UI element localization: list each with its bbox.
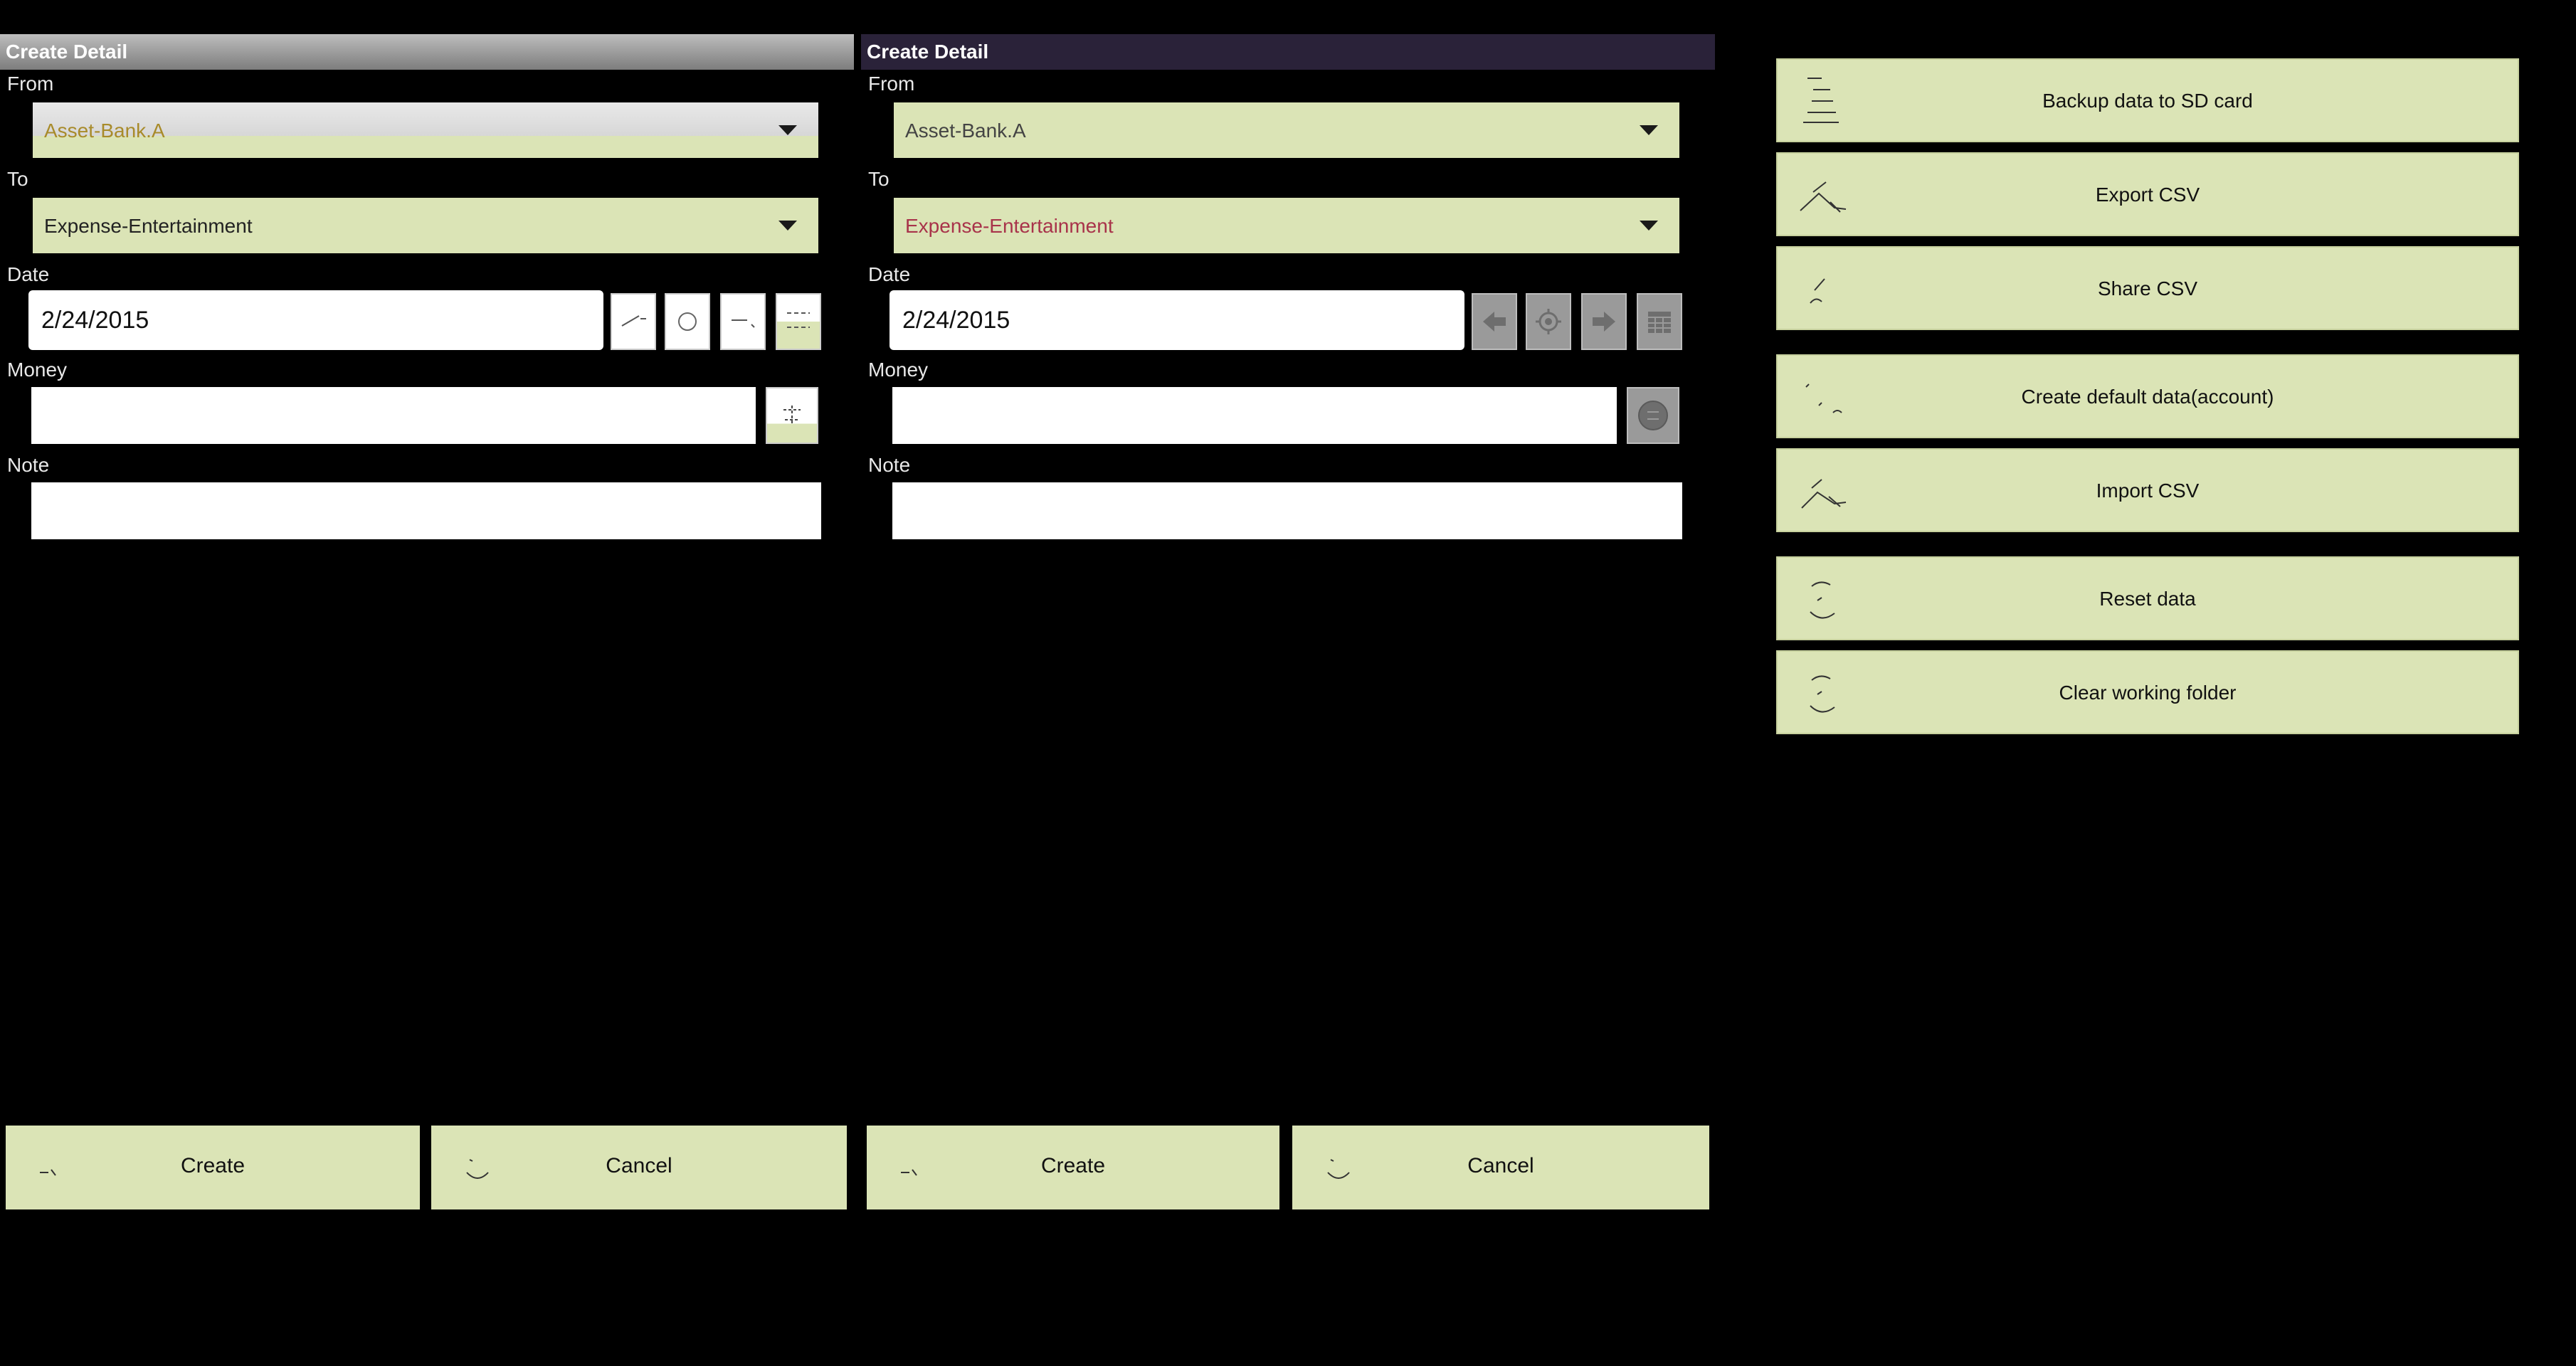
export-icon xyxy=(1800,181,1847,213)
create-data-icon xyxy=(1805,383,1842,413)
from-label: From xyxy=(7,73,54,95)
money-label: Money xyxy=(7,359,68,381)
create-button-label: Create xyxy=(180,1154,246,1177)
import-csv-button[interactable]: Import CSV xyxy=(1776,448,2519,532)
calendar-button[interactable] xyxy=(776,293,821,350)
prev-date-button[interactable] xyxy=(611,293,656,350)
share-csv-button[interactable]: Share CSV xyxy=(1776,246,2519,330)
calendar-icon xyxy=(1648,312,1671,333)
create-button[interactable]: Create xyxy=(6,1126,420,1209)
export-csv-label: Export CSV xyxy=(2095,184,2200,206)
clear-working-folder-label: Clear working folder xyxy=(2059,682,2237,704)
cancel-button[interactable]: Cancel xyxy=(1292,1126,1709,1209)
calculator-button[interactable] xyxy=(766,387,818,444)
calculator-icon xyxy=(1638,401,1668,430)
from-spinner[interactable]: Asset-Bank.A xyxy=(894,102,1679,158)
date-input[interactable]: 2/24/2015 xyxy=(890,290,1464,350)
next-date-button[interactable] xyxy=(1581,293,1627,350)
panel-title: Create Detail xyxy=(861,34,1715,70)
create-button[interactable]: Create xyxy=(867,1126,1279,1209)
backup-sd-label: Backup data to SD card xyxy=(2042,90,2253,112)
date-label: Date xyxy=(7,263,50,285)
to-label: To xyxy=(7,168,28,190)
to-label: To xyxy=(868,168,890,190)
note-label: Note xyxy=(868,454,911,476)
panel-title: Create Detail xyxy=(0,34,854,70)
to-value: Expense-Entertainment xyxy=(905,215,1114,237)
chevron-down-icon xyxy=(778,221,797,231)
calendar-button[interactable] xyxy=(1637,293,1682,350)
money-input[interactable] xyxy=(892,387,1617,444)
money-label: Money xyxy=(868,359,929,381)
calculator-button[interactable] xyxy=(1627,387,1679,444)
from-spinner[interactable]: Asset-Bank.A xyxy=(33,102,818,158)
chevron-down-icon xyxy=(778,125,797,135)
cancel-button[interactable]: Cancel xyxy=(431,1126,847,1209)
create-default-data-button[interactable]: Create default data(account) xyxy=(1776,354,2519,438)
create-detail-panel-right: Create Detail From Asset-Bank.A To Expen… xyxy=(861,34,1715,1215)
date-input[interactable]: 2/24/2015 xyxy=(28,290,603,350)
calendar-icon xyxy=(787,312,810,328)
note-input[interactable] xyxy=(892,482,1682,539)
target-icon xyxy=(1536,309,1561,334)
calculator-icon xyxy=(783,406,801,425)
reset-icon xyxy=(1810,581,1835,619)
create-icon xyxy=(40,1169,56,1176)
arrow-right-icon xyxy=(732,319,755,328)
money-input[interactable] xyxy=(31,387,756,444)
clear-working-folder-button[interactable]: Clear working folder xyxy=(1776,650,2519,734)
import-csv-label: Import CSV xyxy=(2096,480,2200,502)
note-input[interactable] xyxy=(31,482,821,539)
share-csv-label: Share CSV xyxy=(2097,277,2198,300)
create-detail-panel-left: Create Detail From Asset-Bank.A To Expen… xyxy=(0,34,854,1215)
arrow-left-icon xyxy=(621,315,646,327)
share-icon xyxy=(1810,278,1825,304)
create-default-data-label: Create default data(account) xyxy=(2021,386,2274,408)
to-value: Expense-Entertainment xyxy=(44,215,253,237)
sd-card-icon xyxy=(1803,78,1839,123)
reset-data-label: Reset data xyxy=(2099,588,2196,610)
backup-sd-button[interactable]: Backup data to SD card xyxy=(1776,58,2519,142)
cancel-button-label: Cancel xyxy=(1467,1154,1534,1177)
date-label: Date xyxy=(868,263,911,285)
target-icon xyxy=(678,312,697,331)
next-date-button[interactable] xyxy=(720,293,766,350)
from-label: From xyxy=(868,73,915,95)
reset-data-button[interactable]: Reset data xyxy=(1776,556,2519,640)
create-icon xyxy=(901,1169,917,1176)
clear-folder-icon xyxy=(1810,675,1835,713)
cancel-icon xyxy=(466,1159,489,1179)
today-button[interactable] xyxy=(1526,293,1571,350)
to-spinner[interactable]: Expense-Entertainment xyxy=(33,198,818,253)
note-label: Note xyxy=(7,454,50,476)
from-value: Asset-Bank.A xyxy=(905,120,1026,142)
from-value: Asset-Bank.A xyxy=(44,120,165,142)
chevron-down-icon xyxy=(1640,125,1658,135)
prev-date-button[interactable] xyxy=(1472,293,1517,350)
today-button[interactable] xyxy=(665,293,710,350)
arrow-right-icon xyxy=(1593,312,1615,332)
import-icon xyxy=(1801,479,1847,509)
create-button-label: Create xyxy=(1040,1154,1106,1177)
export-csv-button[interactable]: Export CSV xyxy=(1776,152,2519,236)
chevron-down-icon xyxy=(1640,221,1658,231)
cancel-icon xyxy=(1327,1159,1350,1179)
arrow-left-icon xyxy=(1483,312,1506,332)
cancel-button-label: Cancel xyxy=(606,1154,672,1177)
to-spinner[interactable]: Expense-Entertainment xyxy=(894,198,1679,253)
